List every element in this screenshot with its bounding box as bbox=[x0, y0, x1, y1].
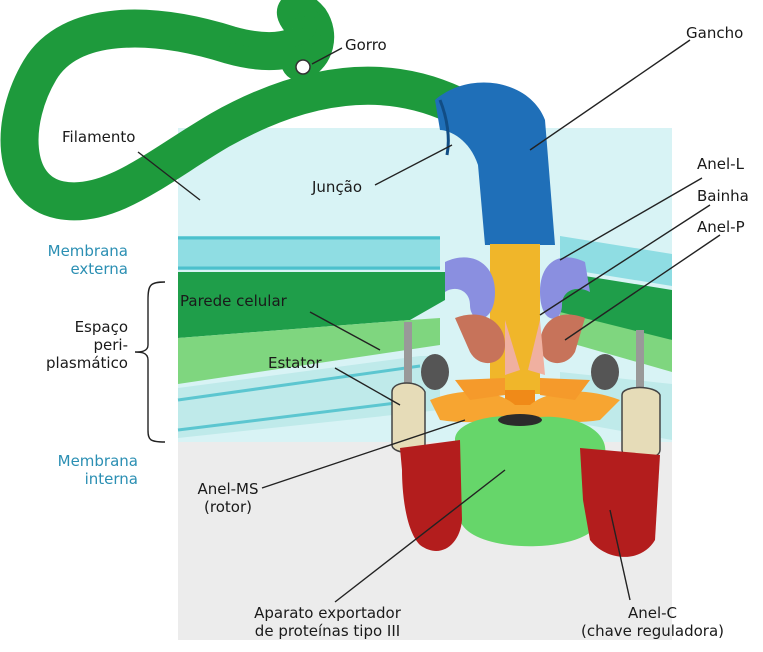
label-anel-c-line2: (chave reguladora) bbox=[565, 622, 740, 640]
export-gate bbox=[498, 414, 542, 426]
label-membrana-interna: Membrana interna bbox=[10, 452, 138, 488]
label-filamento: Filamento bbox=[62, 128, 135, 146]
label-espaco-line2: peri- bbox=[10, 336, 128, 354]
label-gorro: Gorro bbox=[345, 36, 387, 54]
label-aparato-line1: Aparato exportador bbox=[220, 604, 435, 622]
label-anel-p: Anel-P bbox=[697, 218, 745, 236]
label-espaco-periplasmatico: Espaço peri- plasmático bbox=[10, 318, 128, 372]
stator-pin-left bbox=[404, 322, 412, 392]
label-parede-celular: Parede celular bbox=[180, 292, 287, 310]
label-aparato-exportador: Aparato exportador de proteínas tipo III bbox=[220, 604, 435, 640]
label-anel-c: Anel-C (chave reguladora) bbox=[565, 604, 740, 640]
label-juncao: Junção bbox=[312, 178, 362, 196]
label-aparato-line2: de proteínas tipo III bbox=[220, 622, 435, 640]
label-bainha: Bainha bbox=[697, 187, 749, 205]
cap-circle bbox=[296, 60, 310, 74]
label-gancho: Gancho bbox=[686, 24, 743, 42]
label-anel-c-line1: Anel-C bbox=[565, 604, 740, 622]
c-ring-right bbox=[580, 448, 660, 557]
stator-right bbox=[622, 388, 660, 460]
label-membrana-externa-line1: Membrana bbox=[10, 242, 128, 260]
outer-membrane-left bbox=[178, 236, 440, 270]
label-estator: Estator bbox=[268, 354, 322, 372]
label-membrana-externa: Membrana externa bbox=[10, 242, 128, 278]
label-anel-ms-line1: Anel-MS bbox=[178, 480, 278, 498]
label-anel-ms-line2: (rotor) bbox=[178, 498, 278, 516]
mot-protein-right bbox=[591, 354, 619, 390]
label-espaco-line1: Espaço bbox=[10, 318, 128, 336]
label-membrana-interna-line1: Membrana bbox=[10, 452, 138, 470]
label-membrana-interna-line2: interna bbox=[10, 470, 138, 488]
periplasm-bracket bbox=[135, 282, 165, 442]
label-espaco-line3: plasmático bbox=[10, 354, 128, 372]
label-membrana-externa-line2: externa bbox=[10, 260, 128, 278]
mot-protein-left bbox=[421, 354, 449, 390]
label-anel-l: Anel-L bbox=[697, 155, 744, 173]
stator-pin-right bbox=[636, 330, 644, 395]
label-anel-ms: Anel-MS (rotor) bbox=[178, 480, 278, 516]
